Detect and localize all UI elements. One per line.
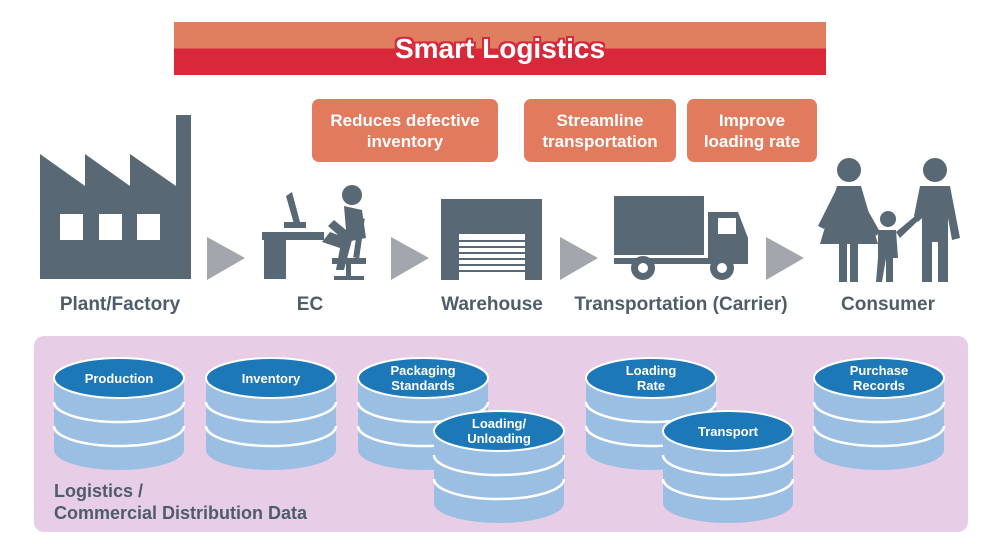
stage-label-plant-factory: Plant/Factory bbox=[59, 294, 181, 315]
factory-icon bbox=[40, 115, 191, 279]
title-banner bbox=[174, 22, 826, 75]
database-label-inventory: Inventory bbox=[241, 370, 301, 386]
database-label-transport: Transport bbox=[698, 423, 758, 439]
benefit-improve-loading-rate: Improve loading rate bbox=[687, 99, 817, 162]
database-label-packaging-standards: Packaging Standards bbox=[390, 363, 456, 393]
stage-label-warehouse: Warehouse bbox=[441, 294, 543, 315]
flow-arrow-icon bbox=[391, 237, 429, 280]
family-icon bbox=[818, 158, 960, 282]
database-label-production: Production bbox=[84, 370, 154, 386]
benefit-reduce-defective-inventory: Reduces defective inventory bbox=[312, 99, 498, 162]
flow-arrow-icon bbox=[207, 237, 245, 280]
page-title: Smart Logistics bbox=[394, 32, 606, 64]
stage-icons bbox=[40, 115, 960, 282]
person-at-computer-icon bbox=[262, 185, 366, 280]
database-label-loading-rate: Loading Rate bbox=[625, 363, 677, 393]
database-label-purchase-records: Purchase Records bbox=[849, 363, 909, 393]
stage-label-ec: EC bbox=[296, 294, 324, 315]
warehouse-icon bbox=[441, 199, 542, 280]
truck-icon bbox=[614, 196, 748, 280]
benefit-streamline-transportation: Streamline transportation bbox=[524, 99, 676, 162]
flow-arrow-icon bbox=[766, 237, 804, 280]
flow-arrow-icon bbox=[560, 237, 598, 280]
database-label-loading-unloading: Loading/ Unloading bbox=[467, 416, 531, 446]
stage-label-consumer: Consumer bbox=[841, 294, 935, 315]
data-panel-title: Logistics / Commercial Distribution Data bbox=[54, 481, 308, 523]
stage-label-transportation-carrier: Transportation (Carrier) bbox=[574, 294, 788, 315]
